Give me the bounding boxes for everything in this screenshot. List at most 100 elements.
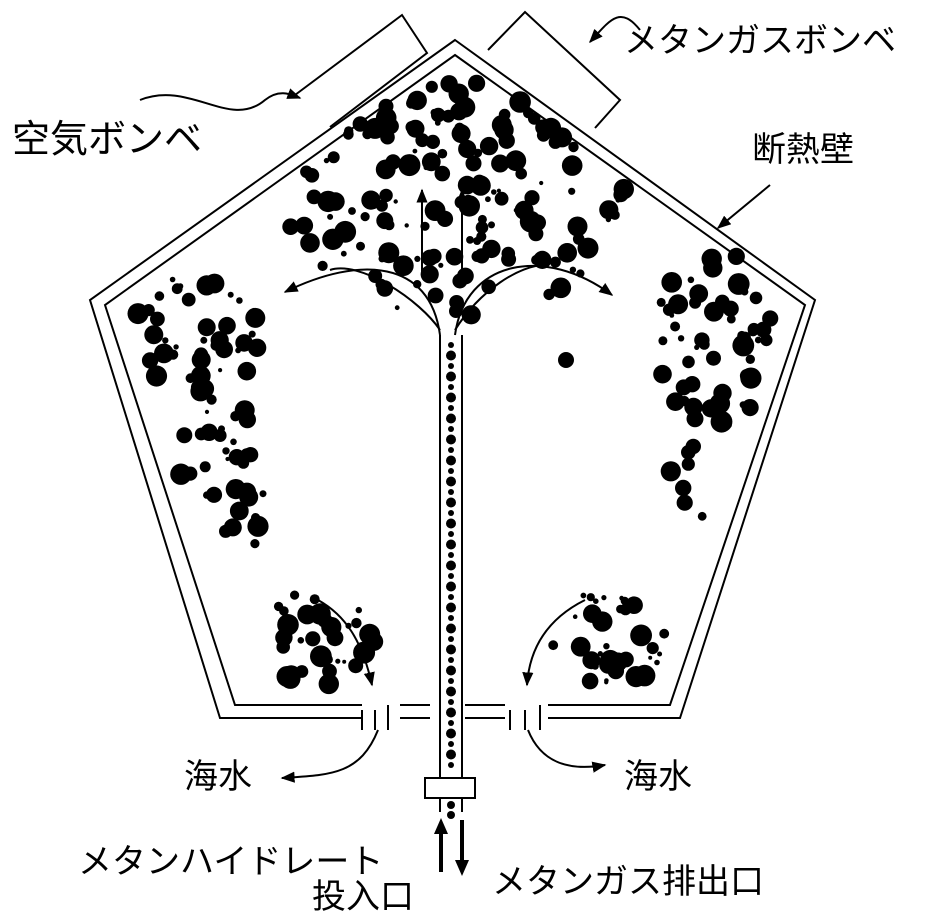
hydrate-pellet xyxy=(618,651,634,668)
hydrate-pellet xyxy=(491,115,512,135)
hydrate-pellet xyxy=(355,606,362,614)
hydrate-pellet xyxy=(710,410,733,433)
hydrate-pellet xyxy=(206,394,217,405)
hydrate-pellet xyxy=(539,180,544,186)
pipe-pellet xyxy=(446,371,456,382)
hydrate-pellet xyxy=(648,655,653,660)
hydrate-pellet xyxy=(669,313,675,318)
hydrate-pellet xyxy=(440,75,458,93)
insulation-wall-label: 断熱壁 xyxy=(752,130,854,170)
hydrate-pellet xyxy=(474,248,490,264)
hydrate-pellet xyxy=(745,354,755,364)
hydrate-pellet xyxy=(200,336,208,344)
hydrate-pellet xyxy=(701,399,720,418)
hydrate-pellet xyxy=(681,445,696,460)
pipe-pellet xyxy=(446,665,456,676)
pipe-pellet xyxy=(448,384,454,390)
hydrate-pellet xyxy=(461,305,481,325)
pipe-pellet xyxy=(446,350,456,361)
hydrate-pellet xyxy=(523,108,534,119)
hydrate-pellet xyxy=(658,336,668,346)
hydrate-pellet xyxy=(537,119,552,134)
hydrate-pellet xyxy=(218,316,236,335)
hydrate-pellet xyxy=(322,228,344,250)
hydrate-pellet xyxy=(181,292,196,307)
hydrate-pellet xyxy=(235,334,253,352)
hydrate-pellet xyxy=(485,196,491,203)
hydrate-pellet xyxy=(476,231,487,242)
hydrate-pellet xyxy=(327,151,340,164)
methane-outlet-label: メタンガス排出口 xyxy=(492,862,764,902)
pipe-pellet xyxy=(448,762,454,768)
hydrate-pellet xyxy=(741,399,759,417)
hydrate-pellet xyxy=(420,265,439,284)
pipe-pellet xyxy=(448,594,454,600)
pipe-pellet xyxy=(448,447,454,453)
hydrate-pellet xyxy=(183,466,198,481)
pipe-pellet xyxy=(446,497,456,508)
pipe-pellet xyxy=(446,728,456,739)
hydrate-pellet xyxy=(581,672,599,690)
air-cylinder-leader xyxy=(139,88,302,111)
bottom-wall-openings xyxy=(361,700,548,730)
pipe-pellet xyxy=(446,644,456,655)
methane-cylinder-leader xyxy=(589,16,641,44)
hydrate-pellet xyxy=(608,661,616,669)
hydrate-pellet xyxy=(222,447,230,455)
hydrate-pellet xyxy=(477,214,487,224)
hydrate-pellet xyxy=(425,134,440,149)
pipe-pellet xyxy=(446,560,456,571)
hydrate-pellet xyxy=(567,216,588,237)
hydrate-pellet xyxy=(468,74,486,92)
pipe-pellet xyxy=(448,468,454,474)
hydrate-pellet xyxy=(394,305,400,311)
hydrate-pellet xyxy=(662,303,676,316)
hydrate-pellet xyxy=(322,663,337,679)
hydrate-pellet xyxy=(309,594,320,605)
seawater-right-label: 海水 xyxy=(624,757,692,797)
hydrate-pellet xyxy=(558,352,574,368)
hydrate-pellet xyxy=(230,438,237,446)
pipe-pellet xyxy=(446,602,456,613)
hydrate-pellet xyxy=(173,344,179,350)
hydrate-pellet xyxy=(430,108,438,117)
hydrate-pellet xyxy=(592,611,613,632)
hydrate-pellet xyxy=(300,233,320,253)
hydrate-pellet xyxy=(393,199,398,204)
hydrate-pellet xyxy=(413,280,422,289)
pipe-pellet xyxy=(446,434,456,445)
hydrate-pellet xyxy=(290,590,300,600)
hydrate-pellet xyxy=(616,604,625,614)
hydrate-pellet xyxy=(190,381,211,402)
seawater-left-label: 海水 xyxy=(184,757,252,797)
hydrate-pellet xyxy=(352,116,368,132)
hydrate-pellet xyxy=(591,662,599,670)
hydrate-pellet xyxy=(205,486,223,503)
hydrate-pellet xyxy=(342,659,347,664)
hydrate-pellet xyxy=(154,343,174,364)
hydrate-pellet xyxy=(548,640,559,651)
hydrate-pellet xyxy=(496,188,501,193)
hydrate-pellet xyxy=(153,328,160,336)
hydrate-pellet xyxy=(414,255,421,262)
hydrate-pellet xyxy=(552,127,573,148)
hydrate-pellet xyxy=(162,337,169,344)
hydrate-pellet xyxy=(359,623,381,645)
hydrate-pellet xyxy=(406,119,425,138)
hydrate-pellet xyxy=(491,189,497,195)
hydrate-pellet xyxy=(580,592,587,599)
hydrate-pellet xyxy=(727,247,745,265)
hydrate-pellet xyxy=(620,596,629,605)
hydrate-pellet xyxy=(531,213,537,218)
methane-outlet-arrow xyxy=(455,860,469,876)
hydrate-pellet xyxy=(481,140,493,152)
hydrate-pellet xyxy=(348,658,364,674)
hydrate-pellet xyxy=(465,155,482,172)
air-cylinder-label: 空気ボンベ xyxy=(12,117,203,161)
hydrate-pellet xyxy=(749,291,763,305)
hydrate-pellet xyxy=(677,335,685,342)
hydrate-pellet xyxy=(739,275,744,281)
hydrate-inlet-arrow xyxy=(434,818,448,834)
hydrate-pellet xyxy=(687,276,695,284)
hydrate-pellet xyxy=(360,212,370,222)
